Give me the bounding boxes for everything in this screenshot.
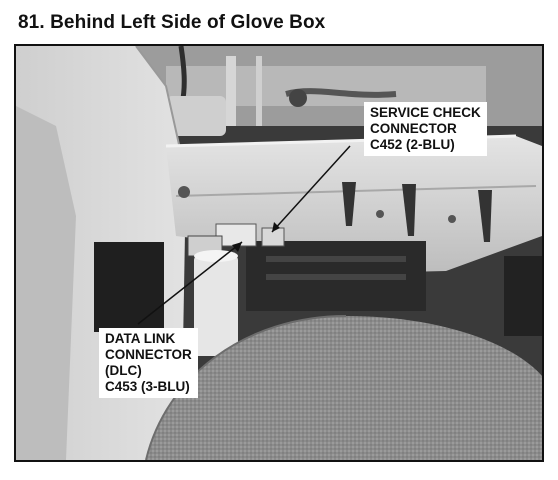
service-check-line-1: SERVICE CHECK [370,105,481,120]
service-check-line-3: C452 (2-BLU) [370,137,455,152]
figure-title: 81. Behind Left Side of Glove Box [18,12,326,33]
dlc-line-3: (DLC) [105,363,142,378]
service-check-connector-label: SERVICE CHECK CONNECTOR C452 (2-BLU) [364,102,487,156]
dlc-line-2: CONNECTOR [105,347,192,362]
floor-carpet [146,316,542,460]
dlc-line-4: C453 (3-BLU) [105,379,190,394]
service-check-line-2: CONNECTOR [370,121,457,136]
mounting-bracket [166,136,542,274]
dlc-leader-line [137,241,243,325]
bracket-bolt [178,186,190,198]
vehicle-photo: SERVICE CHECK CONNECTOR C452 (2-BLU) DAT… [14,44,544,462]
data-link-connector-label: DATA LINK CONNECTOR (DLC) C453 (3-BLU) [99,328,198,398]
dlc-line-1: DATA LINK [105,331,176,346]
service-check-leader-line [271,145,351,233]
